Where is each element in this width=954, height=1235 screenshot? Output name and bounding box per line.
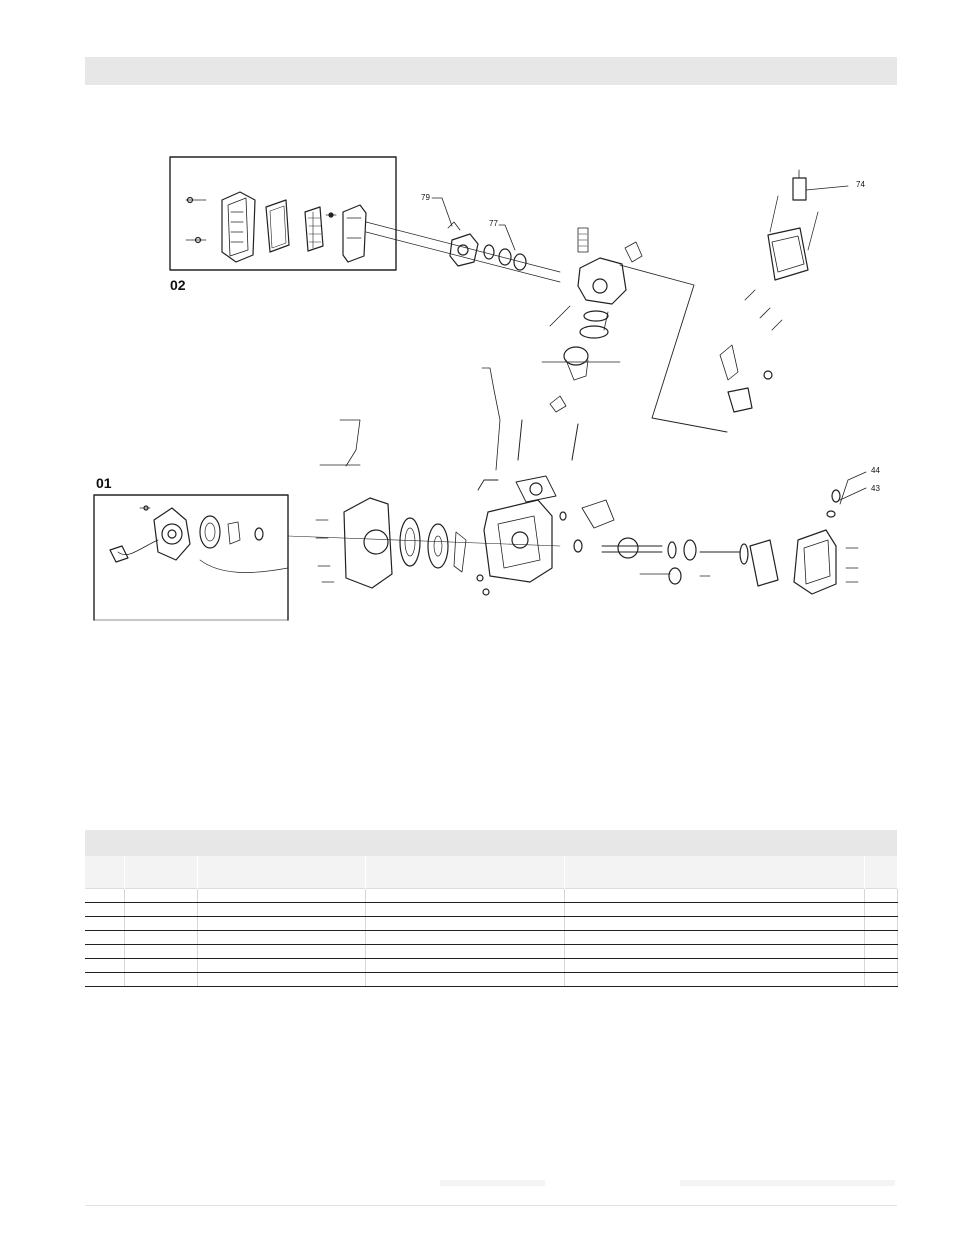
table-cell	[85, 930, 125, 945]
table-cell	[365, 888, 565, 903]
table-row	[85, 972, 898, 987]
table-row	[85, 916, 898, 931]
table-cell	[197, 944, 366, 959]
table-cell	[365, 958, 565, 973]
exploded-parts-diagram: 02 79 77	[93, 156, 880, 621]
header-cell	[124, 856, 198, 889]
engine-block-assembly	[287, 367, 579, 596]
table-cell	[564, 930, 865, 945]
table-cell	[124, 888, 198, 903]
table-cell	[124, 930, 198, 945]
table-cell	[564, 916, 865, 931]
table-cell	[85, 902, 125, 917]
table-cell	[124, 944, 198, 959]
parts-table-container	[85, 830, 898, 987]
parts-table-title-band	[85, 830, 897, 856]
table-cell	[365, 916, 565, 931]
table-cell	[365, 972, 565, 987]
table-cell	[864, 930, 898, 945]
footer-faint-mark	[440, 1180, 545, 1186]
header-cell	[564, 856, 865, 889]
table-cell	[864, 916, 898, 931]
table-cell	[197, 958, 366, 973]
footer-faint-mark	[680, 1180, 895, 1186]
table-cell	[85, 944, 125, 959]
table-row	[85, 888, 898, 903]
table-cell	[85, 888, 125, 903]
table-cell	[564, 902, 865, 917]
header-cell	[864, 856, 898, 889]
table-cell	[85, 958, 125, 973]
table-cell	[564, 958, 865, 973]
group-01-label: 01	[96, 475, 112, 491]
table-row	[85, 944, 898, 959]
table-cell	[365, 944, 565, 959]
parts-table	[85, 856, 898, 987]
table-cell	[197, 888, 366, 903]
table-cell	[365, 902, 565, 917]
table-row	[85, 902, 898, 917]
group-01-recoil-starter-box	[93, 494, 289, 621]
callout-79: 79	[421, 193, 430, 202]
table-cell	[365, 930, 565, 945]
table-cell	[564, 888, 865, 903]
group-02-label: 02	[170, 277, 186, 293]
table-cell	[124, 958, 198, 973]
table-cell	[124, 972, 198, 987]
table-cell	[864, 972, 898, 987]
table-cell	[864, 888, 898, 903]
callout-74: 74	[856, 180, 865, 189]
header-cell	[365, 856, 565, 889]
table-cell	[124, 916, 198, 931]
crankshaft-assembly	[573, 471, 867, 595]
table-cell	[864, 944, 898, 959]
table-cell	[197, 916, 366, 931]
table-cell	[564, 944, 865, 959]
rocker-cover-assembly	[719, 169, 849, 413]
table-cell	[124, 902, 198, 917]
parts-table-header-row	[85, 856, 898, 889]
group-02-air-filter-box	[169, 156, 397, 271]
parts-table-body	[85, 888, 898, 987]
table-cell	[197, 930, 366, 945]
header-cell	[197, 856, 366, 889]
table-cell	[197, 902, 366, 917]
table-row	[85, 930, 898, 945]
footer-rule	[85, 1205, 897, 1206]
table-cell	[864, 902, 898, 917]
callout-77: 77	[489, 219, 498, 228]
cylinder-head-assembly	[541, 227, 728, 433]
header-cell	[85, 856, 125, 889]
carburetor-assembly	[365, 197, 561, 283]
table-cell	[864, 958, 898, 973]
table-cell	[197, 972, 366, 987]
table-cell	[85, 972, 125, 987]
callout-44: 44	[871, 466, 880, 475]
page-header-band	[85, 57, 897, 85]
table-row	[85, 958, 898, 973]
callout-43: 43	[871, 484, 880, 493]
table-cell	[85, 916, 125, 931]
table-cell	[564, 972, 865, 987]
